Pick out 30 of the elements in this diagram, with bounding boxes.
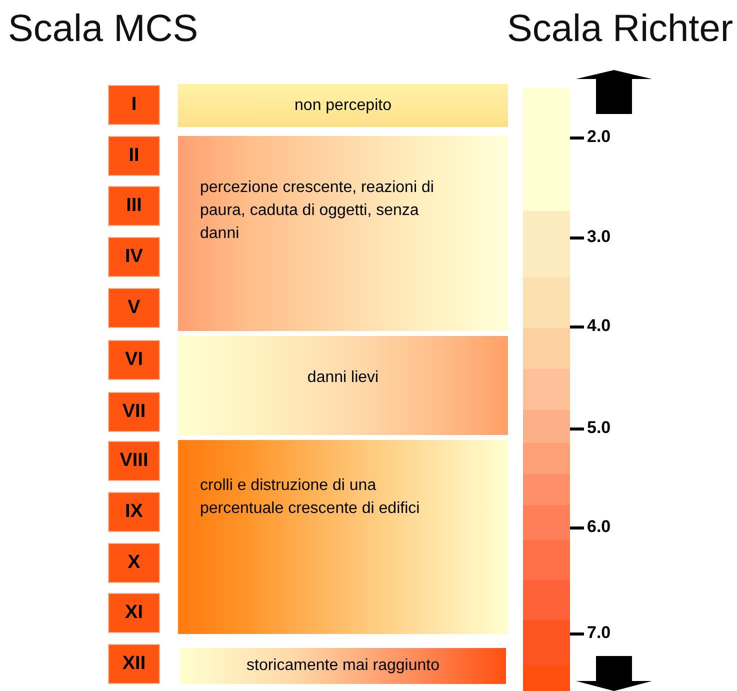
- tick-label: 6.0: [587, 517, 611, 537]
- tick-label: 7.0: [587, 623, 611, 643]
- intensity-degree-label: VII: [108, 392, 160, 432]
- intensity-degree-label: III: [108, 186, 160, 226]
- tick-label: 2.0: [587, 127, 611, 147]
- scale-heading: Scala MCS: [8, 8, 198, 51]
- intensity-effect-band: [178, 84, 508, 127]
- intensity-degree-label: X: [108, 543, 160, 583]
- intensity-effect-band: [178, 336, 508, 435]
- intensity-degree-label: IV: [108, 237, 160, 277]
- intensity-degree-label: I: [108, 85, 160, 125]
- description-text: danni lievi: [307, 368, 379, 388]
- intensity-degree-label: XII: [108, 644, 160, 684]
- intensity-degree-label: VI: [108, 340, 160, 380]
- intensity-effect-band: [180, 648, 506, 684]
- description-text: storicamente mai raggiunto: [246, 656, 440, 676]
- description-text: crolli e distruzione di una percentuale crescente di edifici: [200, 476, 421, 520]
- description-text: non percepito: [294, 96, 392, 116]
- intensity-degree-label: II: [108, 136, 160, 176]
- intensity-degree-label: IX: [108, 492, 160, 532]
- intensity-effect-band: [178, 440, 508, 634]
- scale-heading: Scala Richter: [507, 8, 733, 51]
- intensity-degree-label: VIII: [108, 441, 160, 481]
- tick-label: 5.0: [587, 418, 611, 438]
- tick-label: 4.0: [587, 316, 611, 336]
- intensity-degree-label: XI: [108, 593, 160, 633]
- intensity-effect-band: [178, 136, 508, 331]
- tick-label: 3.0: [587, 227, 611, 247]
- description-text: percezione crescente, reazioni di paura, caduta di oggetti, senza danni: [200, 178, 435, 244]
- intensity-degree-label: V: [108, 288, 160, 328]
